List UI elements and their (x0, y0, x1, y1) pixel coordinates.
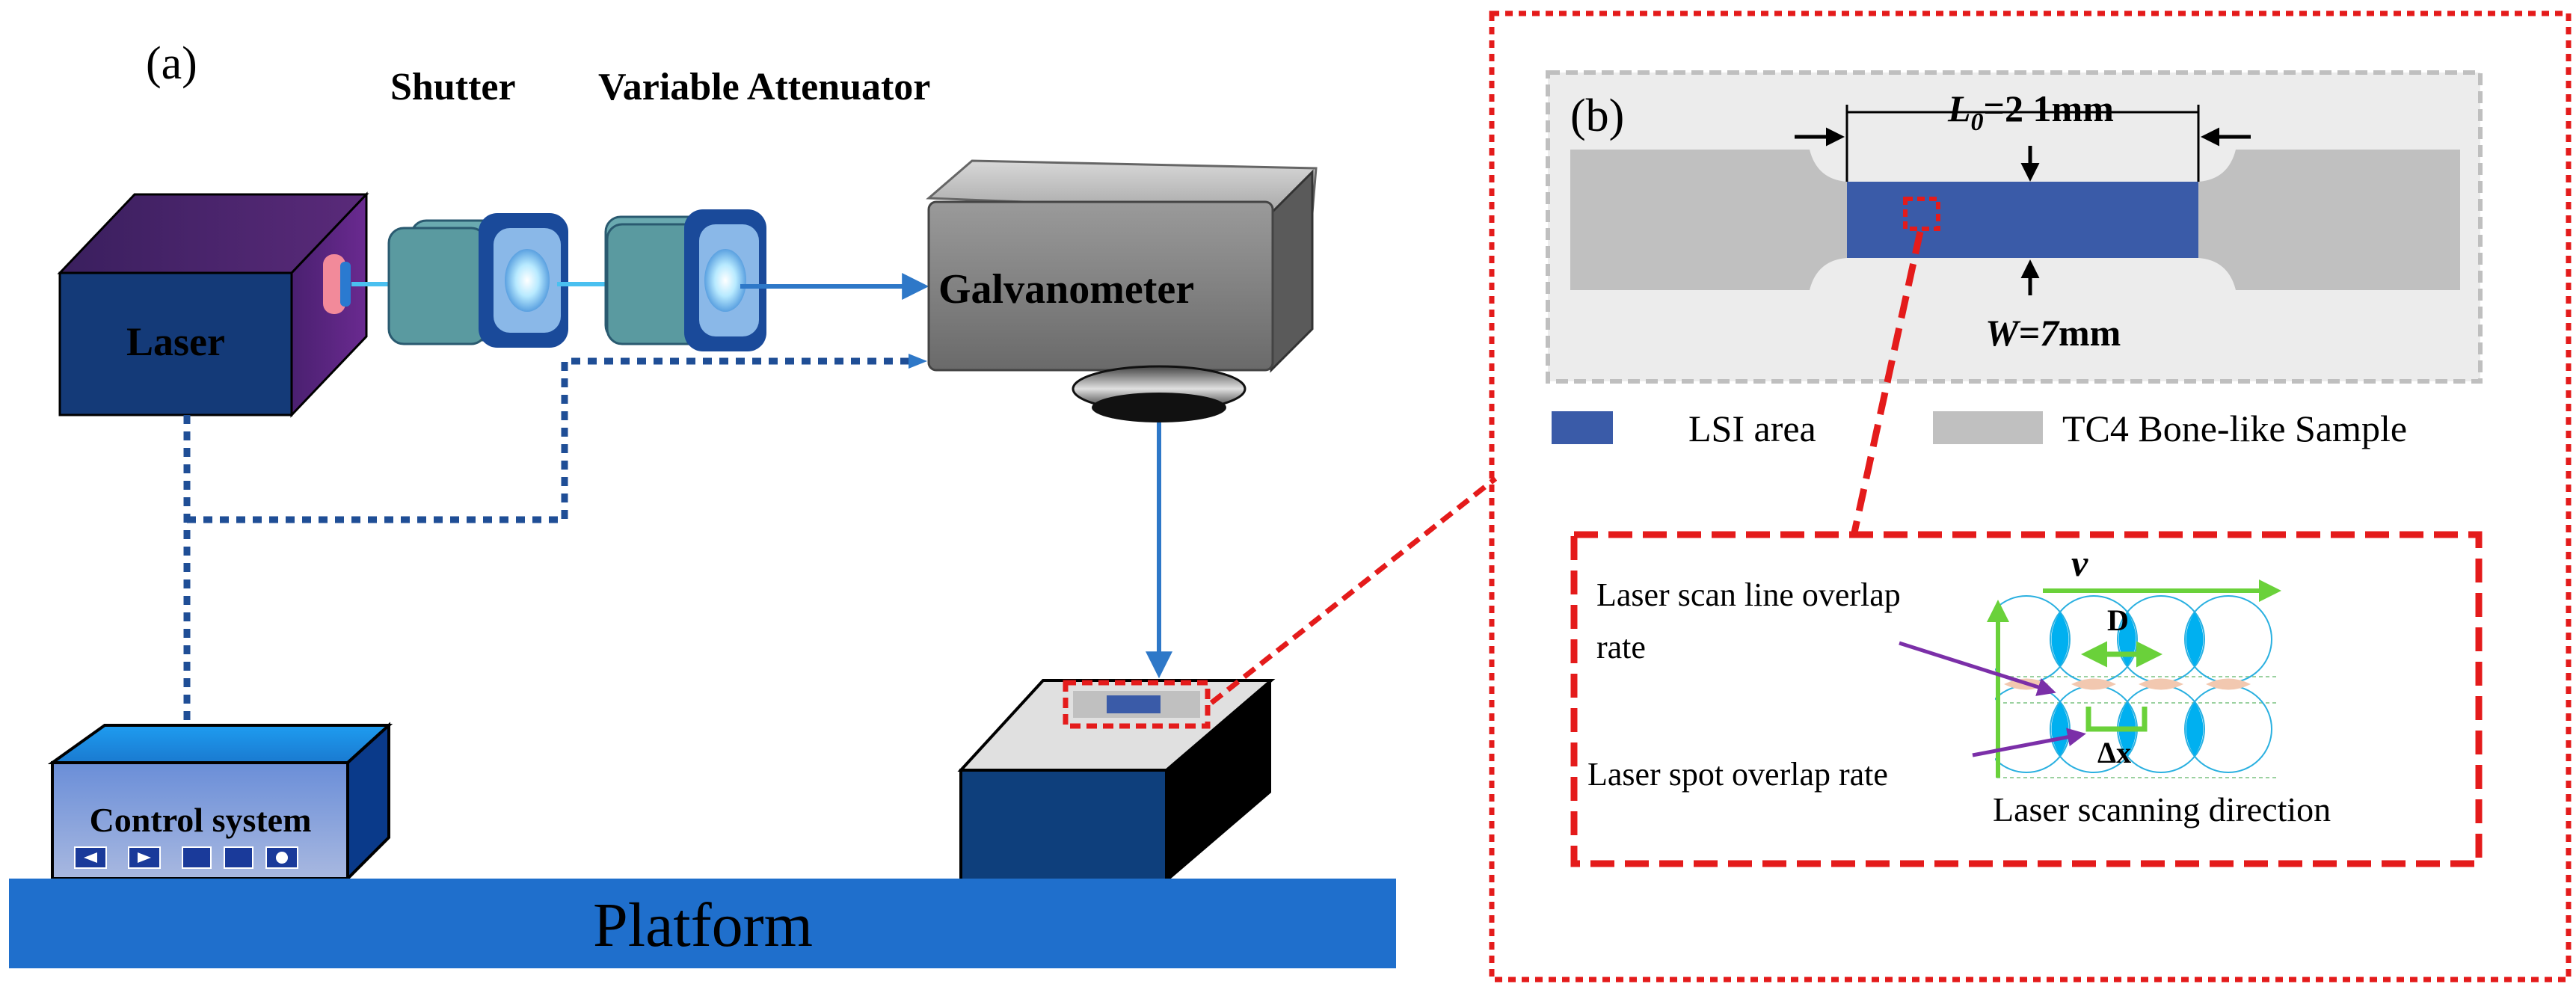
control-system-box (47, 722, 393, 882)
width-dimension-label: W=7mm (1985, 312, 2121, 354)
galvanometer-box (926, 159, 1318, 422)
dx-label: Δx (2097, 736, 2131, 769)
panel-b-label: (b) (1570, 90, 1624, 141)
line-overlap-pointer (1899, 641, 2056, 696)
panel-a-label: (a) (146, 38, 197, 89)
line-overlap-label-2: rate (1596, 629, 1646, 665)
length-dimension-label: L0=2 1mm (1947, 87, 2114, 136)
dx-indicator (2085, 707, 2148, 732)
zoom-link-b-inset (1851, 231, 1924, 533)
lsi-area (1847, 182, 2198, 258)
legend-swatch-sample (1933, 411, 2043, 444)
attenuator-label: Variable Attenuator (598, 66, 930, 108)
attenuator-device (604, 209, 766, 351)
shutter-label: Shutter (390, 66, 516, 108)
control-button-cube1-icon (182, 846, 212, 869)
spot-overlap-label: Laser spot overlap rate (1587, 756, 1888, 793)
spot-overlap-pointer (1972, 728, 2086, 757)
line-overlap-label-1: Laser scan line overlap (1596, 576, 1901, 613)
sample-highlight (1063, 680, 1211, 729)
scan-detail-inset (1570, 531, 2483, 867)
laser-box (57, 191, 369, 418)
lsi-zoom-marker (1903, 197, 1940, 231)
width-symbol: W=7 (1985, 312, 2060, 354)
laser-label: Laser (126, 319, 225, 364)
legend-label-sample: TC4 Bone-like Sample (2062, 408, 2407, 449)
control-button-cube2-icon (224, 846, 253, 869)
length-symbol: L (1947, 87, 1971, 129)
control-signal-lines (183, 357, 909, 725)
length-value: =2 1mm (1984, 87, 2114, 129)
laser-aperture-icon (323, 254, 345, 314)
control-system-label: Control system (90, 801, 312, 839)
sample-stage (957, 679, 1276, 884)
width-unit: mm (2059, 312, 2121, 354)
zoom-link-a-b (1209, 476, 1498, 705)
legend: LSI area TC4 Bone-like Sample (1552, 408, 2407, 449)
shutter-device (387, 213, 568, 348)
d-label: D (2107, 603, 2129, 637)
galvanometer-label: Galvanometer (938, 266, 1194, 313)
legend-swatch-lsi (1552, 411, 1613, 444)
legend-label-lsi: LSI area (1688, 408, 1816, 449)
length-subscript: 0 (1971, 108, 1984, 136)
platform (9, 879, 1396, 968)
scan-direction-label: Laser scanning direction (1993, 790, 2331, 828)
velocity-label: v (2071, 542, 2088, 584)
platform-label: Platform (593, 891, 813, 960)
panel-b-frame (1489, 10, 2572, 983)
